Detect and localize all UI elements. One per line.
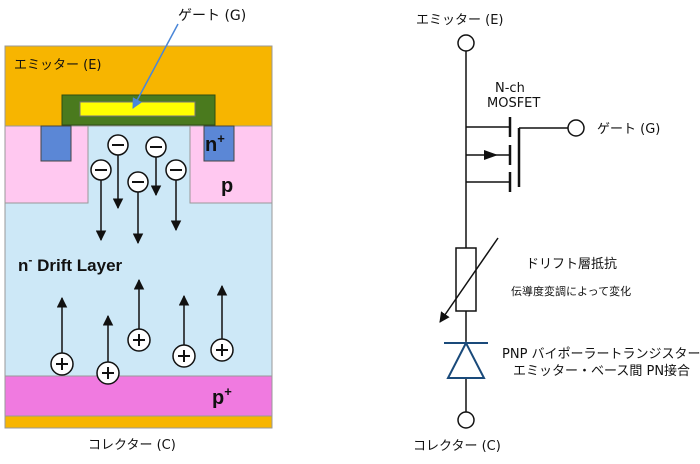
electron <box>165 159 187 181</box>
p-body-label: p <box>221 175 233 197</box>
hole <box>96 361 120 385</box>
mosfet-label-line2: MOSFET <box>487 96 540 111</box>
circuit-gate-label: ゲート (G) <box>597 122 660 137</box>
electron <box>145 136 167 158</box>
electron <box>107 134 129 156</box>
equivalent-circuit: エミッター (E) N-ch MOSFET ゲート (G) ドリフト層抵抗 伝導… <box>413 13 700 454</box>
collector-metal <box>4 415 273 429</box>
circuit-emitter-label: エミッター (E) <box>416 13 504 28</box>
p-plus-label: p+ <box>212 384 232 409</box>
device-emitter-label: エミッター (E) <box>14 58 102 73</box>
collector-terminal <box>457 411 475 429</box>
electron <box>90 159 112 181</box>
hole-group <box>50 278 234 385</box>
resistor-variable-arrow <box>439 237 499 323</box>
hole <box>127 328 151 352</box>
resistor-label-line1: ドリフト層抵抗 <box>526 257 617 272</box>
device-gate-label: ゲート (G) <box>178 8 246 24</box>
gate-terminal <box>567 119 585 137</box>
pnp-label-line1: PNP バイポーラートランジスター <box>502 347 700 362</box>
device-collector-label: コレクター (C) <box>88 438 176 453</box>
n-plus-left <box>40 125 72 162</box>
pn-junction-diode <box>444 340 488 379</box>
gate-pointer-arrow <box>132 23 179 109</box>
hole <box>172 344 196 368</box>
emitter-terminal <box>457 34 475 52</box>
mosfet-label-line1: N-ch <box>495 81 525 96</box>
device-cross-section: ゲート (G) エミッター (E) コレクター (C) n+ p p+ n- D… <box>4 8 273 453</box>
p-plus-layer <box>4 375 273 417</box>
electron <box>127 171 149 193</box>
electron-group <box>90 134 187 245</box>
hole <box>210 338 234 362</box>
hole <box>50 352 74 376</box>
drift-resistor <box>455 247 477 312</box>
mosfet-symbol <box>466 117 568 192</box>
n-plus-label: n+ <box>205 131 225 156</box>
resistor-label-line2: 伝導度変調によって変化 <box>511 284 631 298</box>
circuit-collector-label: コレクター (C) <box>413 439 501 454</box>
n-plus-right <box>203 125 235 162</box>
gate-poly <box>79 101 196 117</box>
drift-layer-label: n- Drift Layer <box>18 253 123 275</box>
pnp-label-line2: エミッター・ベース間 PN接合 <box>513 363 690 379</box>
